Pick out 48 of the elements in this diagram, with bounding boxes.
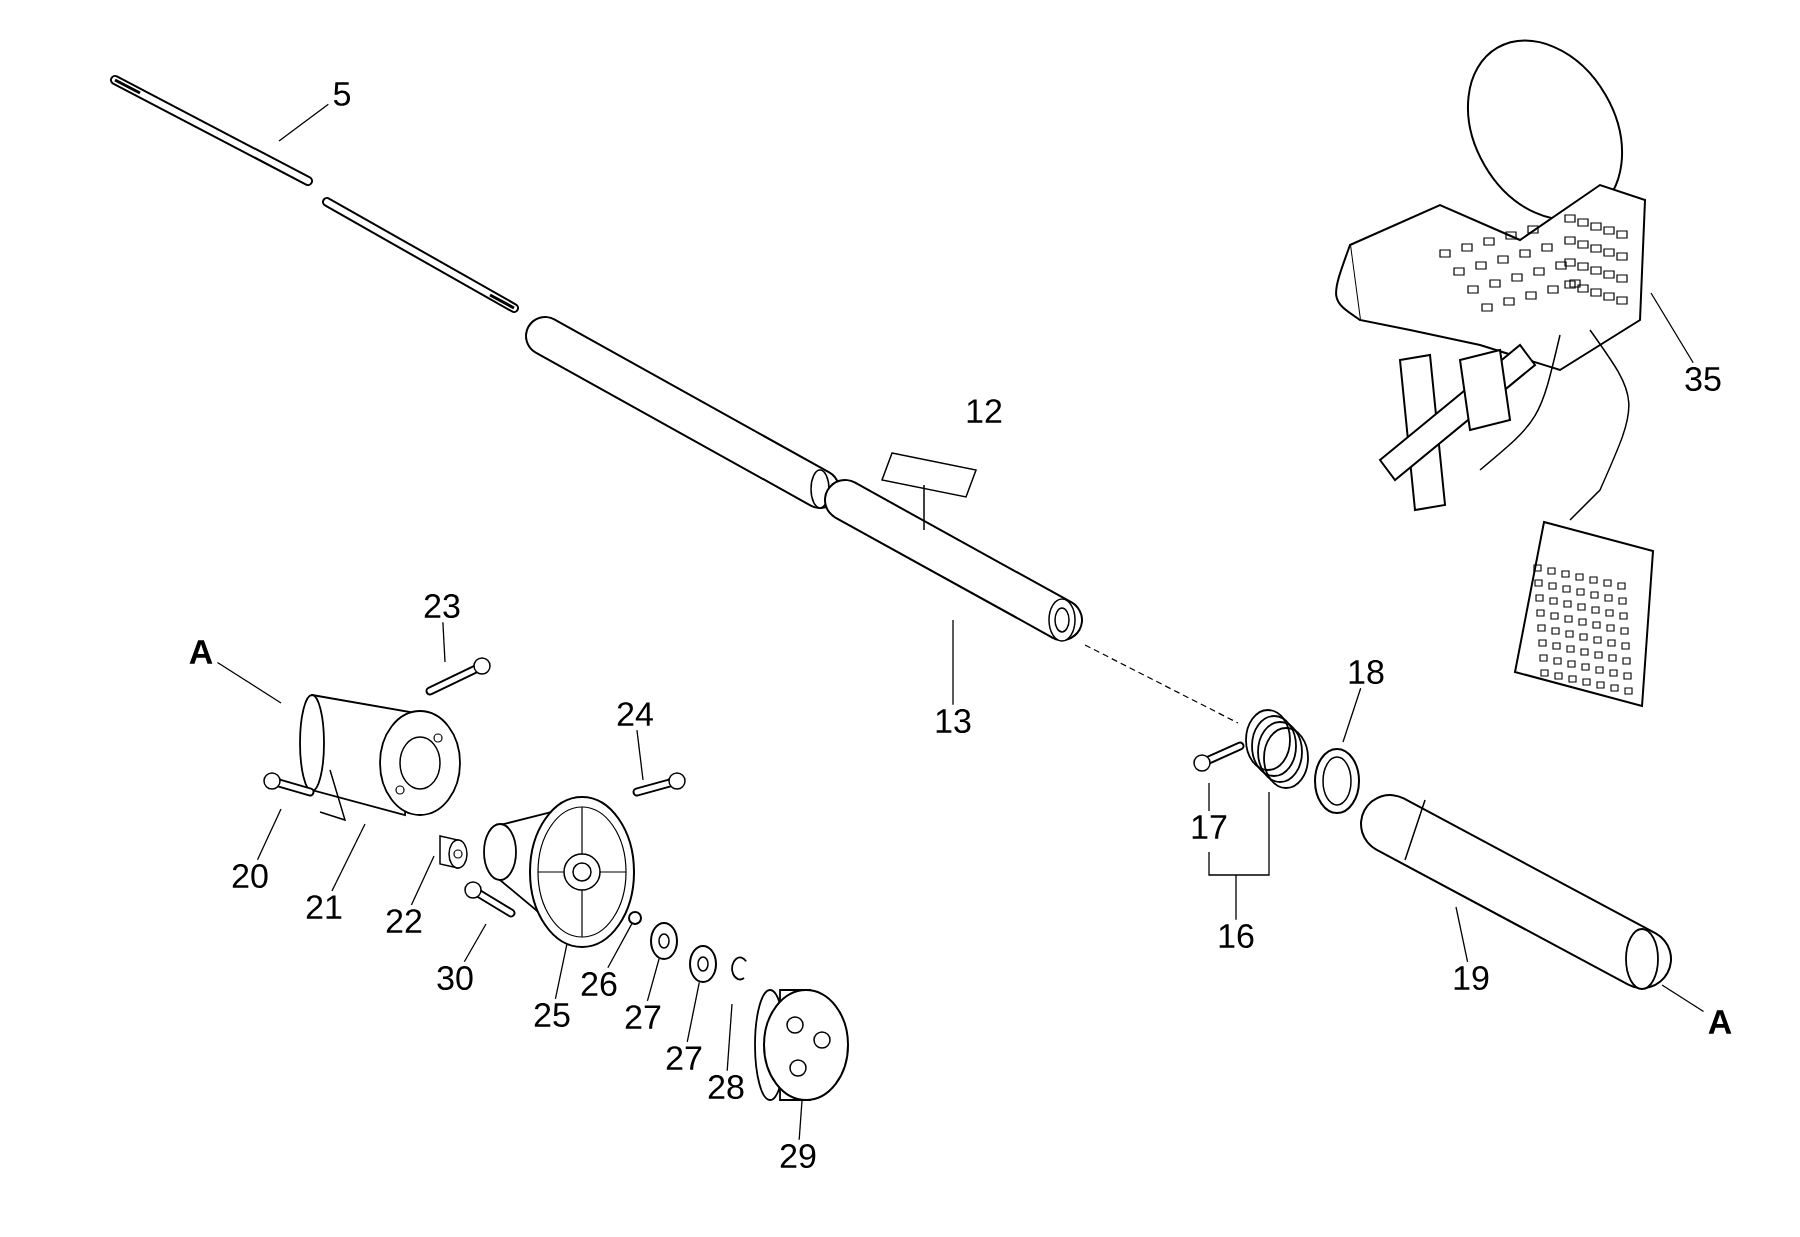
callout-number: 26 bbox=[581, 971, 617, 997]
leader-line bbox=[216, 661, 282, 704]
leader-line bbox=[331, 823, 366, 892]
callout-number: 23 bbox=[424, 593, 460, 619]
callout-number: 25 bbox=[534, 1002, 570, 1028]
callout-number: 16 bbox=[1219, 923, 1254, 949]
callout-number: 30 bbox=[437, 965, 473, 991]
leader-line bbox=[607, 923, 633, 969]
leader-line bbox=[554, 944, 568, 1000]
callout-number: 20 bbox=[232, 863, 268, 889]
callout-number: 13 bbox=[936, 708, 971, 734]
leader-line bbox=[410, 855, 435, 906]
callout-number: 17 bbox=[1192, 815, 1227, 839]
leader-line bbox=[1208, 791, 1270, 921]
callout-number: 21 bbox=[306, 895, 342, 919]
leader-line bbox=[798, 1100, 803, 1141]
leader-line bbox=[1650, 292, 1694, 364]
callout-number: 29 bbox=[780, 1143, 816, 1169]
callout-number: 18 bbox=[1349, 659, 1384, 685]
leader-line bbox=[278, 103, 329, 142]
callout-number: A bbox=[189, 640, 213, 664]
callout-number: 35 bbox=[1685, 366, 1721, 392]
leader-line bbox=[256, 808, 282, 861]
callout-number: 28 bbox=[708, 1074, 744, 1100]
leader-line bbox=[1661, 984, 1705, 1013]
flange bbox=[529, 796, 635, 948]
leader-line bbox=[646, 958, 660, 1002]
leader-line bbox=[1455, 906, 1469, 963]
leader-line bbox=[1208, 782, 1210, 812]
bearing bbox=[650, 922, 678, 960]
callout-number: 12 bbox=[967, 399, 1002, 423]
leader-line bbox=[1342, 687, 1362, 743]
callout-number: 22 bbox=[386, 909, 422, 933]
leader-line bbox=[686, 981, 700, 1043]
callout-number: 27 bbox=[666, 1046, 702, 1070]
leader-line bbox=[952, 619, 954, 706]
callout-number: 19 bbox=[1454, 965, 1489, 991]
leader-line bbox=[463, 923, 487, 963]
callout-number: 5 bbox=[333, 82, 351, 106]
bearing bbox=[689, 945, 717, 983]
drum bbox=[763, 989, 849, 1101]
washer bbox=[628, 911, 642, 925]
leader-line bbox=[636, 729, 644, 781]
leader-line bbox=[442, 621, 446, 663]
callout-number: 24 bbox=[617, 702, 653, 726]
callout-number: 27 bbox=[625, 1005, 661, 1029]
callout-number: A bbox=[1708, 1010, 1732, 1034]
leader-line bbox=[726, 1003, 733, 1072]
